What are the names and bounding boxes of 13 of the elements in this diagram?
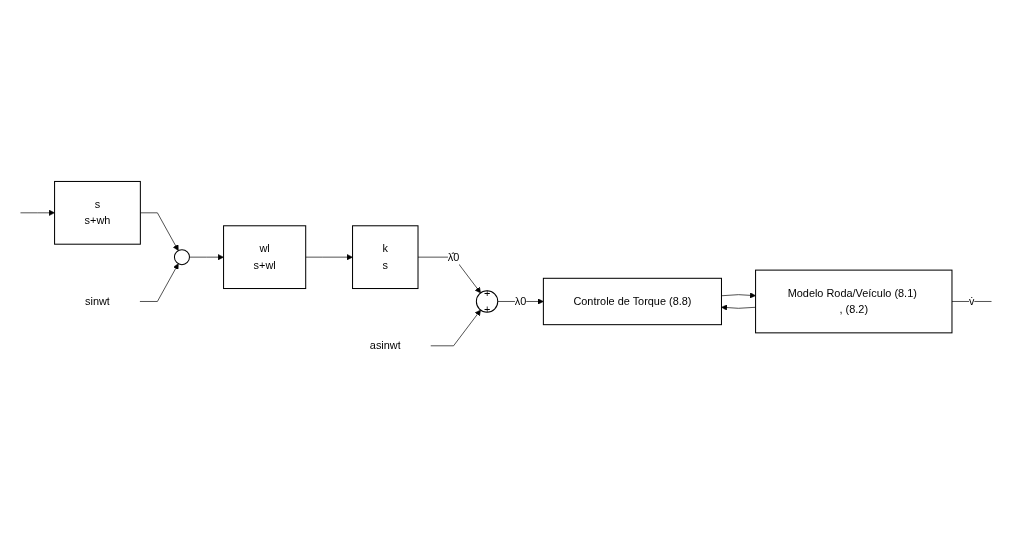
edge-label: λ̂0 <box>447 251 460 263</box>
connector <box>951 301 992 303</box>
node-box: k s <box>352 225 419 290</box>
node-text: sinwt <box>85 295 110 308</box>
edge-label: v̇ <box>969 295 975 308</box>
node-box: s s+wh <box>54 181 141 245</box>
node-text: asinwt <box>369 339 401 352</box>
node-box: wl s+wl <box>223 225 307 290</box>
node-circle: + + <box>475 290 499 313</box>
edge-label: λ0 <box>514 295 527 308</box>
node-box: Modelo Roda/Veículo (8.1) , (8.2) <box>755 269 953 334</box>
node-box: Controle de Torque (8.8) <box>542 278 722 326</box>
node-circle <box>173 249 190 266</box>
